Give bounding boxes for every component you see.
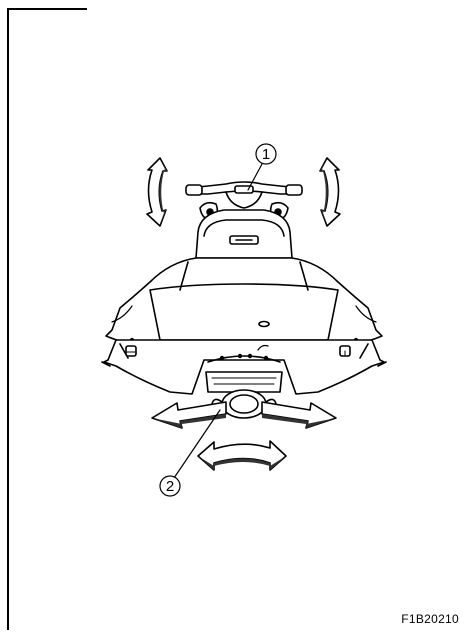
callout-2-number: 2: [166, 478, 174, 495]
callout-1-number: 1: [262, 146, 270, 163]
figure-code: F1B20210: [401, 612, 459, 626]
